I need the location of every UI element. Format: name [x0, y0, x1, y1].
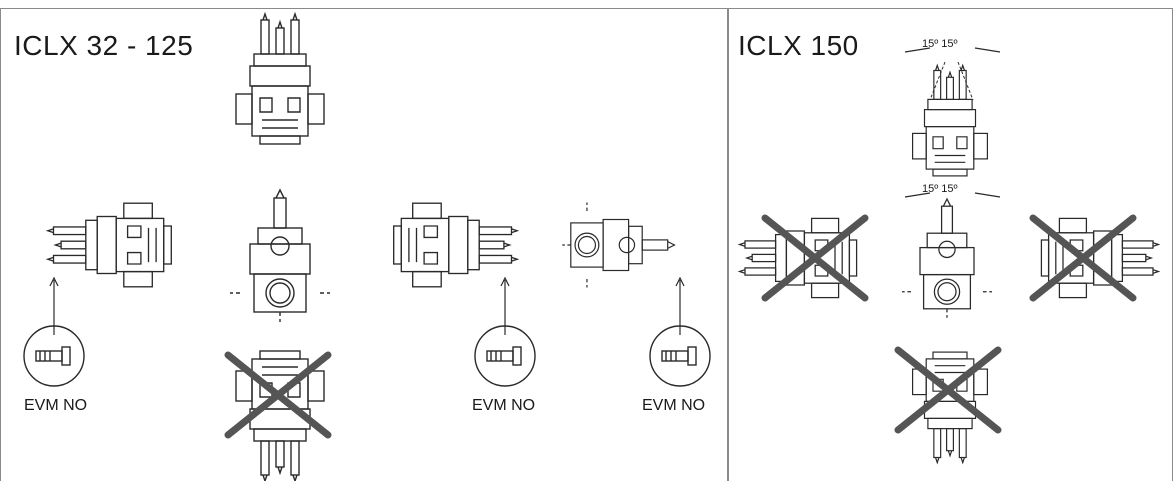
- valve-top-upright: [235, 13, 325, 145]
- evm-no-label-2: EVM NO: [472, 397, 536, 414]
- left-panel-title: ICLX 32 - 125: [14, 30, 194, 61]
- valve150-top: [912, 64, 988, 177]
- valve150-left: [738, 217, 858, 299]
- valve150-right: [1040, 217, 1160, 299]
- left-panel: [0, 8, 729, 481]
- angle-label-middle: 15º 15º: [922, 183, 958, 195]
- valve-left-horizontal: [47, 202, 172, 288]
- valve-right-horizontal: [393, 202, 518, 288]
- valve-center-end: [229, 189, 331, 323]
- evm-no-label-1: EVM NO: [24, 397, 88, 414]
- angle-label-top: 15º 15º: [922, 38, 958, 50]
- valve-far-right-port: [561, 201, 676, 289]
- valve150-center: [901, 198, 993, 319]
- right-panel-title: ICLX 150: [738, 30, 859, 61]
- evm-no-label-3: EVM NO: [642, 397, 706, 414]
